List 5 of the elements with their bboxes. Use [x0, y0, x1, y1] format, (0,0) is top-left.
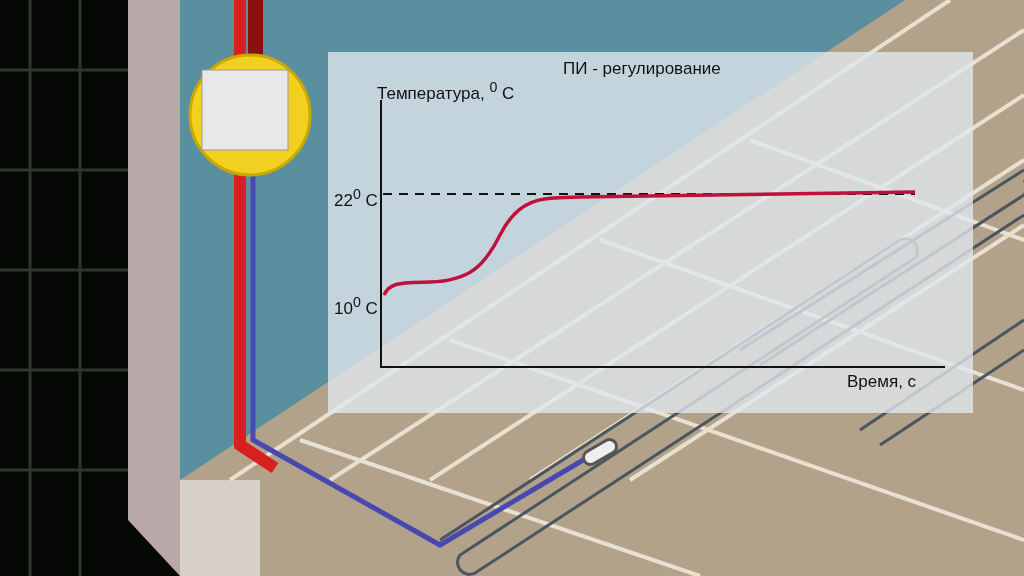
- chart-title: ПИ - регулирование: [563, 59, 721, 79]
- tick-label: 22$^{0}$ С: [334, 186, 378, 211]
- axis-title: Температура, $^{0}$ С: [377, 79, 515, 104]
- axis-title: Время, с: [847, 372, 917, 392]
- tick-label: 10$^{0}$ С: [334, 294, 378, 319]
